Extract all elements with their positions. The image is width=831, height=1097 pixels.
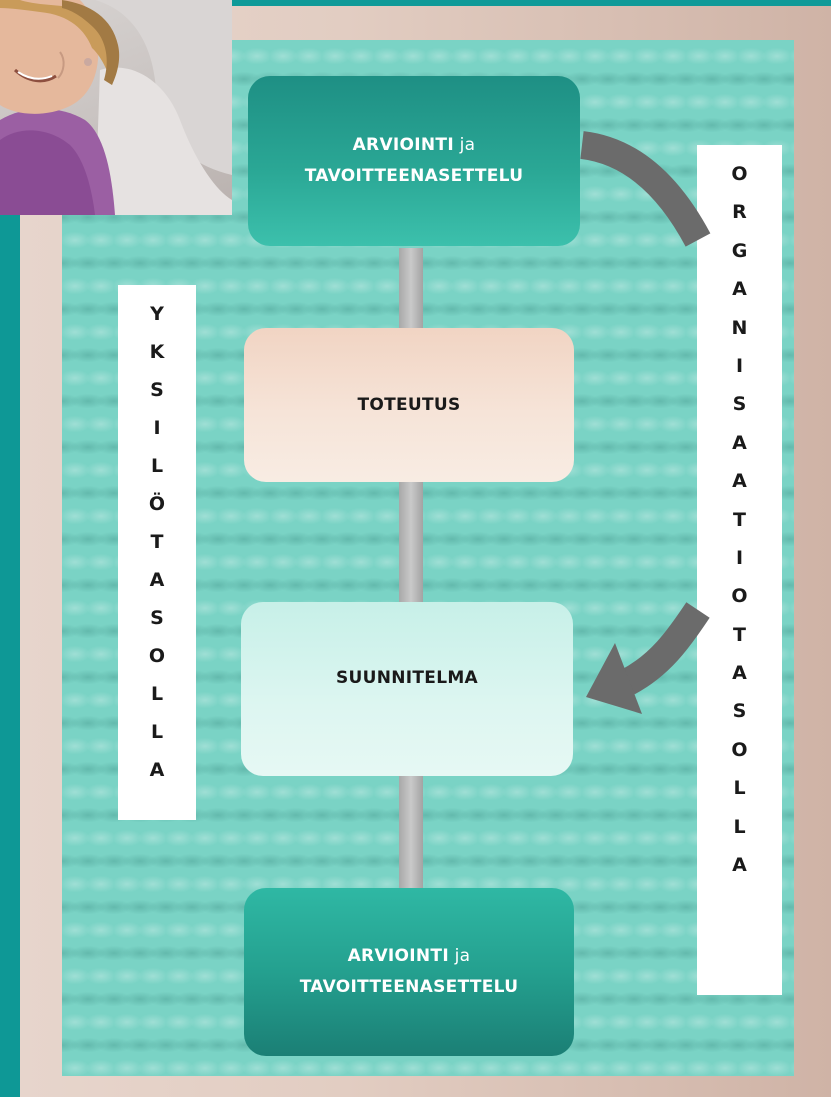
organisation-level-letter: O (731, 163, 747, 201)
individual-level-letter: Y (150, 303, 164, 341)
teal-left-bar (0, 215, 20, 1097)
individual-level-letter: L (151, 683, 163, 721)
box-implementation-label: TOTEUTUS (357, 390, 460, 421)
organisation-level-letter: S (733, 393, 747, 431)
connector-2 (399, 482, 423, 602)
organisation-level-letter: I (736, 355, 743, 393)
individual-level-letter: Ö (149, 493, 165, 531)
individual-level-letter: O (149, 645, 165, 683)
organisation-level-letter: R (732, 201, 747, 239)
organisation-level-letter: G (732, 240, 748, 278)
organisation-level-letter: T (733, 624, 746, 662)
box-implementation: TOTEUTUS (244, 328, 574, 482)
box-assessment-bottom: ARVIOINTI ja TAVOITTEENASETTELU (244, 888, 574, 1056)
individual-level-letter: A (150, 759, 165, 797)
box-plan: SUUNNITELMA (241, 602, 573, 776)
organisation-level-letter: S (733, 700, 747, 738)
organisation-level-letter: O (731, 739, 747, 777)
box-assessment-top: ARVIOINTI ja TAVOITTEENASETTELU (248, 76, 580, 246)
individual-level-letter: S (150, 379, 164, 417)
organisation-level-letter: T (733, 509, 746, 547)
box-assessment-top-line2: TAVOITTEENASETTELU (305, 161, 524, 192)
box-assessment-bottom-suffix: ja (449, 946, 470, 966)
organisation-level-letter: A (732, 854, 747, 892)
photo-illustration (0, 0, 232, 215)
organisation-level-letter: A (732, 662, 747, 700)
individual-level-letter: L (151, 455, 163, 493)
individual-level-letter: T (151, 531, 164, 569)
organisation-level-letter: I (736, 547, 743, 585)
connector-1 (399, 248, 423, 328)
organisation-level-letter: A (732, 432, 747, 470)
individual-level-label: Y K S I L Ö T A S O L L A (118, 285, 196, 820)
organisation-level-letter: A (732, 470, 747, 508)
individual-level-letter: L (151, 721, 163, 759)
box-assessment-bottom-line2: TAVOITTEENASETTELU (300, 972, 519, 1003)
photo-image (0, 0, 232, 215)
organisation-level-letter: N (732, 317, 748, 355)
box-assessment-top-suffix: ja (454, 135, 475, 155)
box-assessment-top-line1: ARVIOINTI ja (353, 130, 476, 161)
box-plan-label: SUUNNITELMA (336, 663, 478, 694)
organisation-level-letter: O (731, 585, 747, 623)
box-assessment-bottom-main: ARVIOINTI (348, 946, 449, 966)
box-assessment-top-main: ARVIOINTI (353, 135, 454, 155)
organisation-level-letter: A (732, 278, 747, 316)
individual-level-letter: A (150, 569, 165, 607)
organisation-level-letter: L (733, 816, 745, 854)
organisation-level-letter: L (733, 777, 745, 815)
individual-level-letter: I (153, 417, 160, 455)
individual-level-letter: S (150, 607, 164, 645)
individual-level-letter: K (150, 341, 165, 379)
connector-3 (399, 776, 423, 888)
box-assessment-bottom-line1: ARVIOINTI ja (348, 941, 471, 972)
organisation-level-label: O R G A N I S A A T I O T A S O L L A (697, 145, 782, 995)
